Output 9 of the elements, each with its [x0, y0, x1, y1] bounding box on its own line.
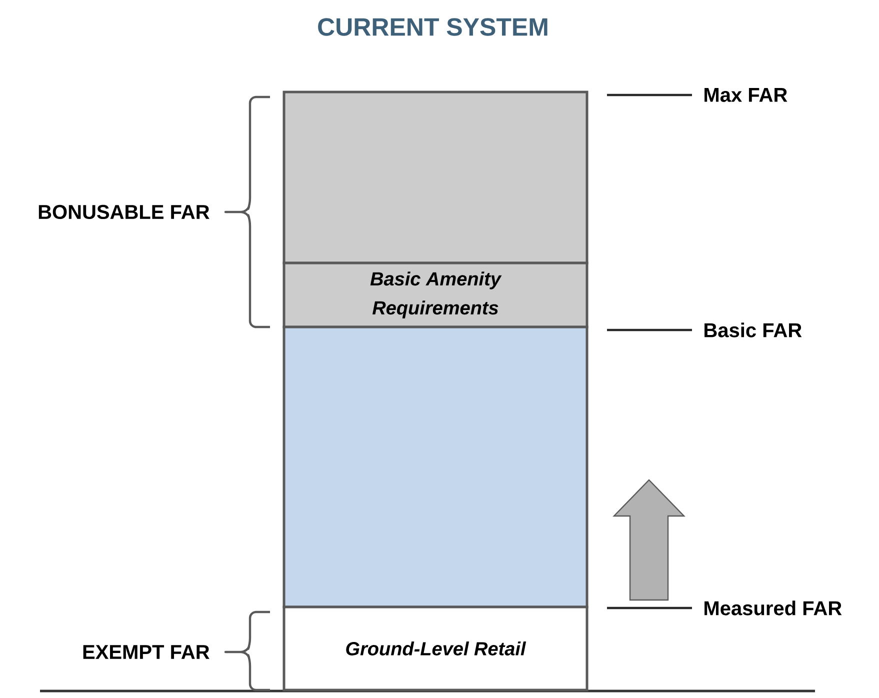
floor-box [282, 326, 588, 608]
level-label: Basic FAR [704, 322, 802, 338]
floor-box: Basic Amenity Requirements [282, 262, 588, 328]
level-label: Max FAR [704, 88, 788, 102]
title: CURRENT SYSTEM [318, 18, 548, 36]
bracket-label: EXEMPT FAR [83, 645, 210, 659]
bracket-label: BONUSABLE FAR [38, 204, 210, 220]
level-label: Measured FAR [704, 600, 842, 616]
floor-box: Ground-Level Retail [282, 606, 588, 692]
